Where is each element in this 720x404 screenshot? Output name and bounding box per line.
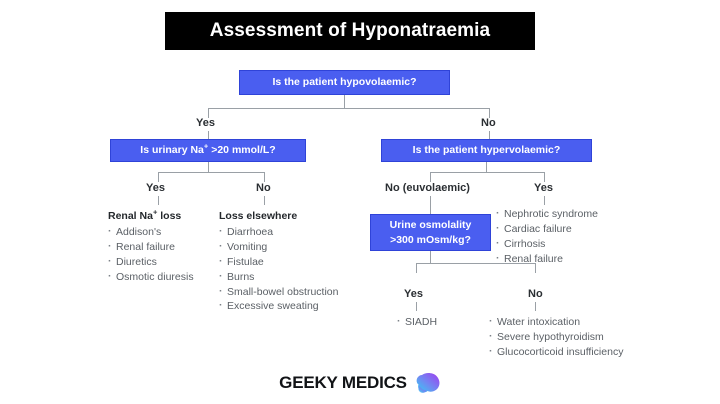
list-item: Nephrotic syndrome bbox=[496, 206, 598, 222]
list-item: Excessive sweating bbox=[219, 298, 341, 314]
connector-hyper-stem bbox=[486, 162, 487, 172]
list-item: Osmotic diuresis bbox=[108, 269, 194, 285]
branch-label-urinary-no: No bbox=[256, 182, 271, 194]
outcome-list-loss-elsewhere: Loss elsewhere Diarrhoea Vomiting Fistul… bbox=[219, 209, 341, 314]
connector-root-bar bbox=[208, 108, 489, 109]
outcome-list-siadh: SIADH bbox=[397, 314, 437, 330]
outcome-list-hypervolaemic-causes: Nephrotic syndrome Cardiac failure Cirrh… bbox=[496, 206, 598, 267]
list-item: Burns bbox=[219, 269, 341, 285]
branch-label-osm-yes: Yes bbox=[404, 288, 423, 300]
connector-hyper-no-to-box bbox=[430, 196, 431, 214]
brand-footer: GEEKY MEDICS bbox=[0, 372, 720, 394]
branch-label-osm-no: No bbox=[528, 288, 543, 300]
list-item: Small-bowel obstruction bbox=[219, 284, 341, 300]
connector-urinary-bar bbox=[158, 172, 264, 173]
list-item: Diarrhoea bbox=[219, 224, 341, 240]
outcome-list-renal-sodium-loss: Renal Na+ loss Addison's Renal failure D… bbox=[108, 207, 194, 285]
list-item: Vomiting bbox=[219, 239, 341, 255]
list-item: Glucocorticoid insufficiency bbox=[489, 344, 623, 360]
decision-box-hypovolaemic: Is the patient hypovolaemic? bbox=[239, 70, 450, 95]
list-item: SIADH bbox=[397, 314, 437, 330]
connector-urinary-yes-to-list bbox=[158, 196, 159, 205]
list-item: Renal failure bbox=[108, 239, 194, 255]
connector-hyper-yes-to-list bbox=[544, 196, 545, 205]
connector-urinary-right-drop bbox=[264, 172, 265, 182]
connector-root-stem bbox=[344, 95, 345, 108]
outcome-list-loss-elsewhere-heading: Loss elsewhere bbox=[219, 210, 298, 222]
outcome-list-renal-sodium-loss-heading: Renal Na+ loss bbox=[108, 207, 182, 222]
connector-hyper-right-drop bbox=[544, 172, 545, 182]
connector-osm-left-drop bbox=[416, 263, 417, 273]
connector-osm-yes-to-list bbox=[416, 302, 417, 311]
list-item: Cirrhosis bbox=[496, 236, 598, 252]
list-item: Diuretics bbox=[108, 254, 194, 270]
connector-root-no-to-box bbox=[489, 131, 490, 139]
decision-box-hypervolaemic-label: Is the patient hypervolaemic? bbox=[412, 144, 561, 157]
list-item: Cardiac failure bbox=[496, 221, 598, 237]
branch-label-hyper-yes: Yes bbox=[534, 182, 553, 194]
connector-urinary-stem bbox=[208, 162, 209, 172]
list-item: Renal failure bbox=[496, 251, 598, 267]
decision-box-urinary-sodium-label: Is urinary Na+ >20 mmol/L? bbox=[140, 141, 276, 157]
connector-urinary-left-drop bbox=[158, 172, 159, 182]
page-title-banner: Assessment of Hyponatraemia bbox=[165, 12, 535, 50]
brain-icon bbox=[416, 373, 440, 393]
page-title: Assessment of Hyponatraemia bbox=[209, 20, 491, 41]
connector-root-left-drop bbox=[208, 108, 209, 118]
list-item: Fistulae bbox=[219, 254, 341, 270]
connector-osm-no-to-list bbox=[535, 302, 536, 311]
decision-box-urinary-sodium: Is urinary Na+ >20 mmol/L? bbox=[110, 139, 306, 162]
outcome-list-osmolality-low-causes: Water intoxication Severe hypothyroidism… bbox=[489, 314, 623, 360]
branch-label-root-yes: Yes bbox=[196, 117, 215, 129]
decision-box-hypervolaemic: Is the patient hypervolaemic? bbox=[381, 139, 592, 162]
branch-label-hyper-no: No (euvolaemic) bbox=[385, 182, 470, 194]
connector-root-yes-to-box bbox=[208, 131, 209, 139]
connector-hyper-left-drop bbox=[430, 172, 431, 182]
connector-urinary-no-to-list bbox=[264, 196, 265, 205]
list-item: Water intoxication bbox=[489, 314, 623, 330]
connector-osm-stem bbox=[430, 251, 431, 263]
brand-name: GEEKY MEDICS bbox=[279, 373, 407, 392]
decision-box-urine-osmolality: Urine osmolality >300 mOsm/kg? bbox=[370, 214, 491, 251]
list-item: Severe hypothyroidism bbox=[489, 329, 623, 345]
list-item: Addison's bbox=[108, 224, 194, 240]
connector-osm-right-drop bbox=[535, 263, 536, 273]
branch-label-urinary-yes: Yes bbox=[146, 182, 165, 194]
decision-box-hypovolaemic-label: Is the patient hypovolaemic? bbox=[272, 76, 417, 89]
decision-box-urine-osmolality-label: Urine osmolality >300 mOsm/kg? bbox=[389, 219, 472, 246]
connector-hyper-bar bbox=[430, 172, 544, 173]
branch-label-root-no: No bbox=[481, 117, 496, 129]
connector-osm-bar bbox=[416, 263, 535, 264]
connector-root-right-drop bbox=[489, 108, 490, 118]
